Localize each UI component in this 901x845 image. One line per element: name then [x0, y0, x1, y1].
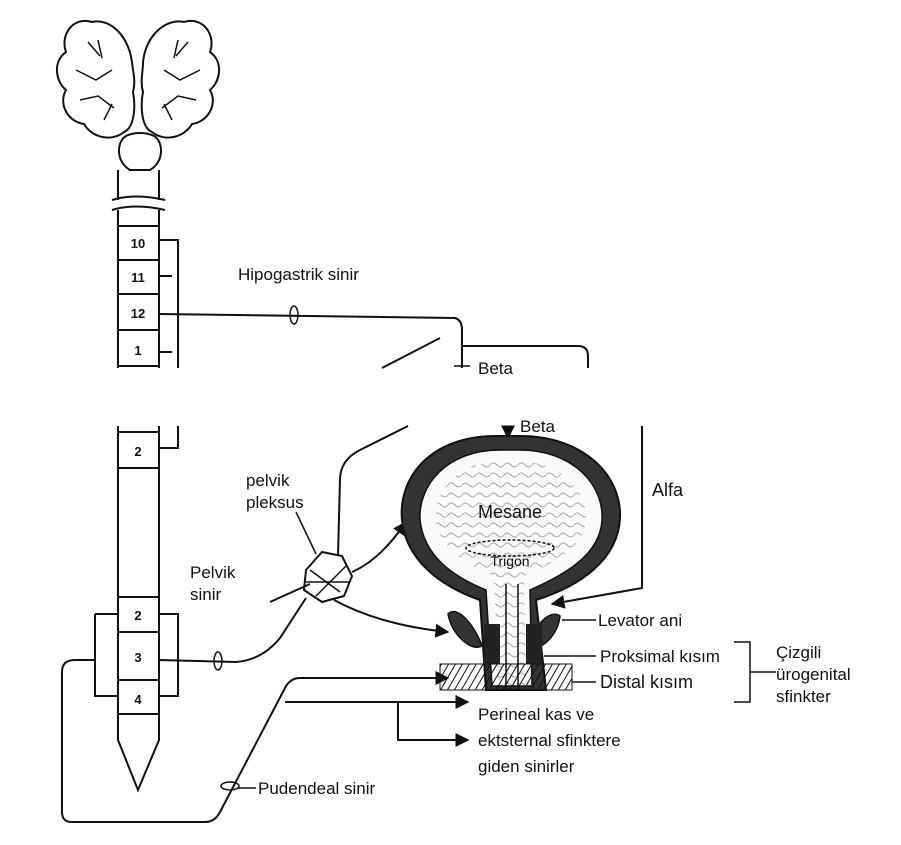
bladder: Mesane Trigon: [402, 436, 620, 690]
pelvic-plexus: pelvik pleksus Pelvik sinir: [190, 471, 352, 604]
segment-t12: 12: [131, 306, 145, 321]
segment-t11: 11: [131, 270, 145, 285]
label-beta-top: Beta: [478, 359, 514, 378]
label-alfa: Alfa: [652, 480, 684, 500]
label-pelvic-plexus-2: pleksus: [246, 493, 304, 512]
segment-l2: 2: [134, 444, 141, 459]
label-sphincter-1: Çizgili: [776, 643, 821, 662]
segment-s3: 3: [134, 650, 141, 665]
label-pelvic-nerve-2: sinir: [190, 585, 222, 604]
label-perineal-3: giden sinirler: [478, 757, 575, 776]
label-hypogastric: Hipogastrik sinir: [238, 265, 359, 284]
segment-l1: 1: [134, 343, 141, 358]
label-pelvic-nerve-1: Pelvik: [190, 563, 236, 582]
spinal-cord: 10 11 12 1 2 2 3 4: [112, 170, 165, 790]
label-sphincter-3: sfinkter: [776, 687, 831, 706]
brain-illustration: [57, 21, 219, 170]
segment-t10: 10: [131, 236, 145, 251]
segment-s2: 2: [134, 608, 141, 623]
label-levator: Levator ani: [598, 611, 682, 630]
label-sphincter-2: ürogenital: [776, 665, 851, 684]
label-perineal-1: Perineal kas ve: [478, 705, 594, 724]
label-trigone: Trigon: [490, 553, 529, 569]
segment-s4: 4: [134, 692, 142, 707]
thoracolumbar-bracket: [159, 240, 178, 448]
label-bladder: Mesane: [478, 502, 542, 522]
label-pudendal: Pudendeal sinir: [258, 779, 376, 798]
label-perineal-2: ektsternal sfinktere: [478, 731, 621, 750]
label-proximal: Proksimal kısım: [600, 647, 720, 666]
label-pelvic-plexus-1: pelvik: [246, 471, 290, 490]
label-distal: Distal kısım: [600, 672, 693, 692]
label-beta-bottom: Beta: [520, 417, 556, 436]
hypogastric-nerve: Hipogastrik sinir Beta: [159, 265, 588, 378]
